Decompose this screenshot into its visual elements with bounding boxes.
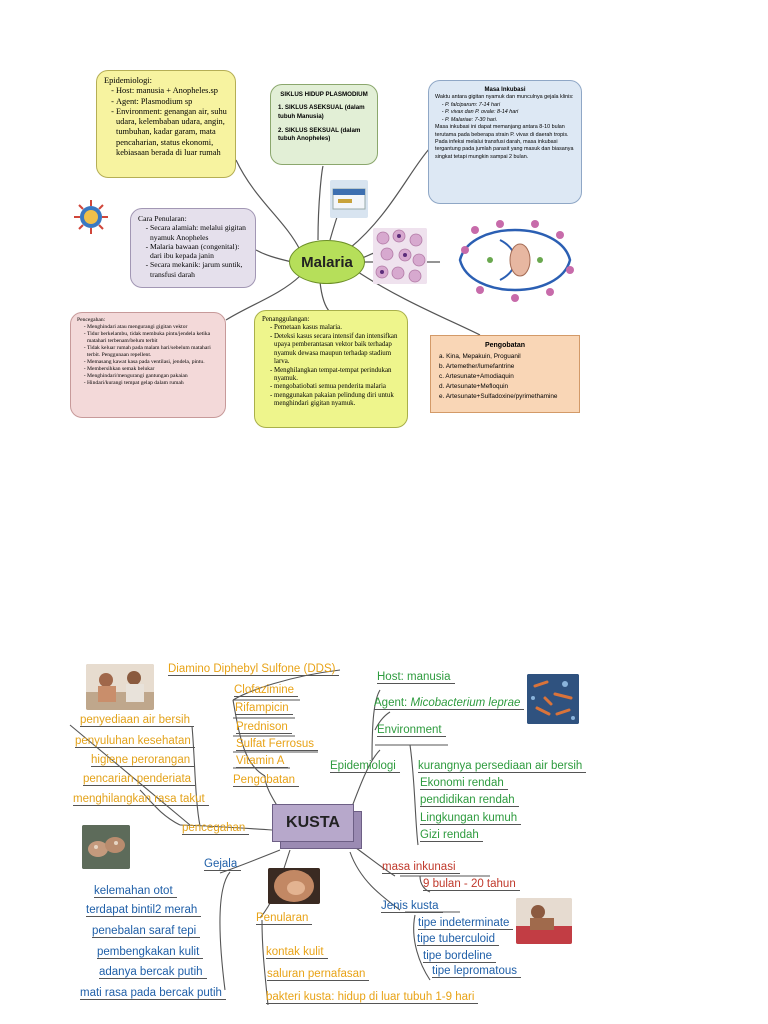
kusta-pencegahan-item: penyediaan air bersih <box>80 714 194 727</box>
kusta-penularan-item: bakteri kusta: hidup di luar tubuh 1-9 h… <box>266 991 479 1004</box>
kusta-gejala-item: penebalan saraf tepi <box>92 925 201 938</box>
malaria-pencegahan-box: Pencegahan: Menghindari atau mengurangi … <box>70 312 226 418</box>
malaria-pengobatan-box: Pengobatan a. Kina, Mepakuin, Proguanil … <box>430 335 580 413</box>
malaria-penanggulangan-title: Penanggulangan: <box>262 316 310 323</box>
kusta-epidemiologi-host: Host: manusia <box>377 671 455 684</box>
skin-lesion-image <box>268 868 320 904</box>
malaria-pencegahan-item: Memasang kawat kasa pada ventilasi, jend… <box>87 359 219 366</box>
malaria-penularan-alamiah: Secara alamiah: melalui gigitan nyamuk A… <box>150 223 248 242</box>
malaria-inkubasi-vivax: P. vivax dan P. ovale: 8-14 hari <box>445 109 575 116</box>
kusta-penularan-label: Penularan <box>256 912 313 925</box>
malaria-siklus-seksual: 2. SIKLUS SEKSUAL (dalam tubuh Anopheles… <box>278 127 361 143</box>
malaria-penularan-mekanik: Secara mekanik: jarum suntik, transfusi … <box>150 260 248 279</box>
malaria-pencegahan-item: Menghindari/mengurangi gantungan pakaian <box>87 373 219 380</box>
medicine-box-image <box>330 180 368 218</box>
kusta-jenis-item: tipe indeterminate <box>418 917 514 930</box>
malaria-penularan-title: Cara Penularan: <box>138 214 187 223</box>
malaria-center-label: Malaria <box>301 253 353 271</box>
kusta-gejala-item: kelemahan otot <box>94 885 177 898</box>
kusta-penularan-item: saluran pernafasan <box>267 968 370 981</box>
kusta-inkubasi-label: masa inkunasi <box>382 861 460 874</box>
kusta-pencegahan-item: penyuluhan kesehatan <box>75 735 195 748</box>
malaria-pencegahan-item: Tidur berkelambu, tidak membuka pintu/je… <box>87 331 219 345</box>
malaria-inkubasi-title: Masa Inkubasi <box>484 87 526 93</box>
kusta-epidemiologi-label: Epidemiologi <box>330 760 400 773</box>
malaria-siklus-aseksual: 1. SIKLUS ASEKSUAL (dalam tubuh Manusia) <box>278 104 365 120</box>
kusta-pengobatan-vitamin-a: Vitamin A <box>236 755 289 768</box>
patient-bed-image <box>516 898 572 944</box>
malaria-inkubasi-intro: Waktu antara gigitan nyamuk dan munculny… <box>435 94 574 101</box>
malaria-pencegahan-item: Menghindari atau mengurangi gigitan vekt… <box>87 324 219 331</box>
malaria-penanggulangan-item: Deteksi kasus secara intensif dan intens… <box>274 333 400 367</box>
kusta-epidemiologi-agent-prefix: Agent: <box>374 697 411 709</box>
kusta-pengobatan-clofazimine: Clofazimine <box>234 684 299 697</box>
malaria-inkubasi-malariae: P. Malariae: 7-30 hari. <box>445 117 575 124</box>
kusta-pengobatan-sulfat-ferrosus: Sulfat Ferrosus <box>236 738 318 751</box>
kusta-jenis-item: tipe bordeline <box>423 950 497 963</box>
malaria-center-node: Malaria <box>289 240 365 284</box>
kusta-epidemiologi-agent-name: Micobacterium leprae <box>410 697 521 709</box>
kusta-gejala-item: pembengkakan kulit <box>97 946 204 959</box>
kusta-penularan-item: kontak kulit <box>266 946 328 959</box>
malaria-penularan-bawaan: Malaria bawaan (congenital): dari ibu ke… <box>150 242 248 261</box>
kusta-pengobatan-rifampicin: Rifampicin <box>235 702 293 715</box>
kusta-env-item: kurangnya persediaan air bersih <box>418 760 587 773</box>
kusta-gejala-item: mati rasa pada bercak putih <box>80 987 226 1000</box>
kusta-pencegahan-item: higiene perorangan <box>91 754 195 767</box>
malaria-siklus-title: SIKLUS HIDUP PLASMODIUM <box>280 91 368 98</box>
bacteria-image <box>527 674 579 724</box>
malaria-pengobatan-item: a. Kina, Mepakuin, Proguanil <box>439 352 521 360</box>
malaria-pengobatan-item: b. Artemether/lumefantrine <box>439 362 515 370</box>
malaria-penanggulangan-item: Pemetaan kasus malaria. <box>274 324 400 332</box>
malaria-pengobatan-title: Pengobatan <box>484 342 526 349</box>
malaria-penanggulangan-item: mengobatiobati semua penderita malaria <box>274 383 400 391</box>
malaria-pencegahan-item: Hindari/kurangi tempat gelap dalam rumah <box>87 380 219 387</box>
patient-photo-image <box>86 664 154 710</box>
malaria-pengobatan-item: e. Artesunate+Sulfadoxine/pyrimethamine <box>439 392 558 400</box>
kusta-env-item: Gizi rendah <box>420 829 483 842</box>
hands-photo-image <box>82 825 130 869</box>
kusta-gejala-label: Gejala <box>204 858 242 871</box>
malaria-epidemiologi-box: Epidemiologi: Host: manusia + Anopheles.… <box>96 70 236 178</box>
malaria-penanggulangan-item: Menghilangkan tempat-tempat perindukan n… <box>274 367 400 384</box>
virus-illustration-image <box>70 198 112 236</box>
kusta-pengobatan-dds: Diamino Diphebyl Sulfone (DDS) <box>168 663 340 676</box>
malaria-epidemiologi-host: Host: manusia + Anopheles.sp <box>116 86 228 96</box>
malaria-epidemiologi-environment: Environment: genangan air, suhu udara, k… <box>116 107 228 158</box>
kusta-jenis-item: tipe lepromatous <box>432 965 522 978</box>
kusta-env-item: Ekonomi rendah <box>420 777 508 790</box>
kusta-gejala-item: adanya bercak putih <box>99 966 207 979</box>
malaria-penanggulangan-item: menggunakan pakaian pelindung diri untuk… <box>274 392 400 409</box>
malaria-siklus-box: SIKLUS HIDUP PLASMODIUM 1. SIKLUS ASEKSU… <box>270 84 378 165</box>
malaria-epidemiologi-title: Epidemiologi: <box>104 76 152 85</box>
malaria-inkubasi-text: Masa inkubasi ini dapat memanjang antara… <box>435 124 574 160</box>
kusta-epidemiologi-agent: Agent: Micobacterium leprae <box>374 697 525 710</box>
kusta-jenis-label: Jenis kusta <box>381 900 443 913</box>
malaria-pencegahan-title: Pencegahan: <box>77 317 106 323</box>
kusta-center-node: KUSTA <box>272 804 354 842</box>
blood-smear-image <box>373 228 427 284</box>
kusta-center-label: KUSTA <box>286 814 340 831</box>
kusta-env-item: pendidikan rendah <box>420 794 519 807</box>
malaria-pengobatan-item: d. Artesunate+Mefloquin <box>439 382 509 390</box>
kusta-env-item: Lingkungan kumuh <box>420 812 522 825</box>
malaria-pengobatan-item: c. Artesunate+Amodiaquin <box>439 372 514 380</box>
kusta-inkubasi-value: 9 bulan - 20 tahun <box>423 878 520 891</box>
malaria-inkubasi-box: Masa Inkubasi Waktu antara gigitan nyamu… <box>428 80 582 204</box>
malaria-penanggulangan-box: Penanggulangan: Pemetaan kasus malaria. … <box>254 310 408 428</box>
kusta-pencegahan-item: menghilangkan rasa takut <box>73 793 209 806</box>
kusta-pencegahan-label: pencegahan <box>182 822 250 835</box>
kusta-pengobatan-label: Pengobatan <box>233 774 300 787</box>
malaria-epidemiologi-agent: Agent: Plasmodium sp <box>116 97 228 107</box>
malaria-inkubasi-falciparum: P. falciparum: 7-14 hari <box>445 102 575 109</box>
kusta-gejala-item: terdapat bintil2 merah <box>86 904 202 917</box>
malaria-pencegahan-item: Tidak keluar rumah pada malam hari/sebel… <box>87 345 219 359</box>
kusta-epidemiologi-environment: Environment <box>377 724 446 737</box>
kusta-jenis-item: tipe tuberculoid <box>417 933 499 946</box>
kusta-pencegahan-item: pencarian penderiata <box>83 773 196 786</box>
plasmodium-life-cycle-image <box>440 210 590 310</box>
malaria-pencegahan-item: Membersihkan semak belukar <box>87 366 219 373</box>
malaria-penularan-box: Cara Penularan: Secara alamiah: melalui … <box>130 208 256 288</box>
kusta-pengobatan-prednison: Prednison <box>236 721 292 734</box>
